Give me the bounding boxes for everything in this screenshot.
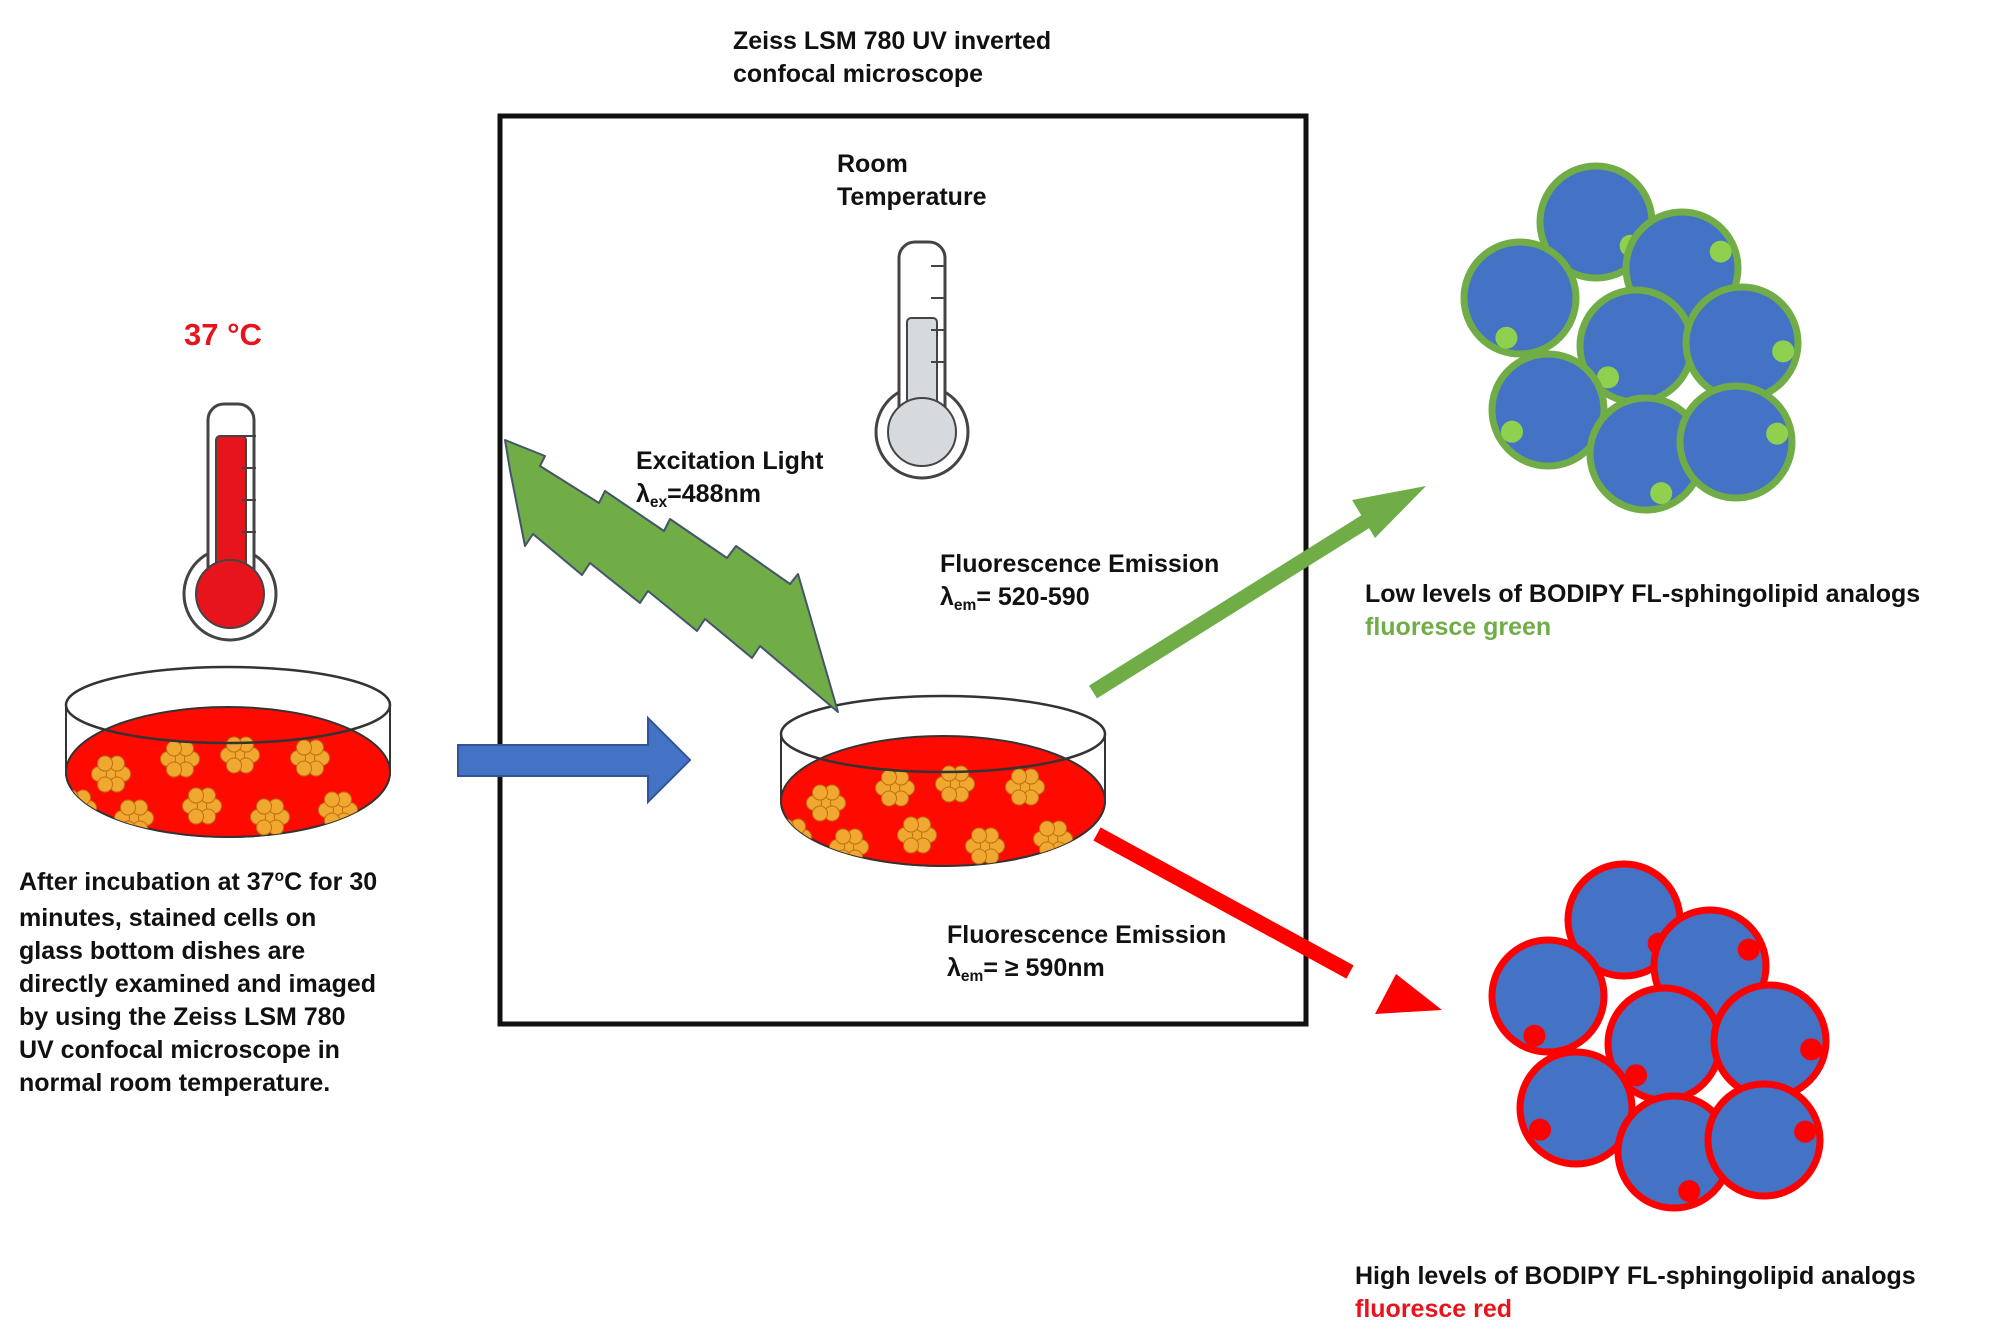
cell [1604,984,1724,1104]
result-green-line2: fluoresce green [1365,613,1552,641]
emission-green-label: Fluorescence Emission λem= 520-590 [940,548,1219,617]
emission-red-wavelength: λem= ≥ 590nm [947,954,1105,986]
cell-cluster [318,791,358,829]
incubation-caption-line4: directly examined and imaged [19,970,377,998]
excitation-wavelength: λex=488nm [636,480,761,512]
cell-cluster [66,789,97,827]
microscope-frame [497,113,1309,1027]
thermometer-room-icon [874,240,970,480]
thermometer-37c-icon [182,402,278,642]
cell [1676,382,1796,502]
cell [1682,283,1802,403]
cell-cluster [897,816,937,854]
room-temperature-line2: Temperature [837,183,987,211]
incubation-temperature-label: 37 °C [184,317,262,352]
cell [1516,1048,1636,1168]
incubation-caption-line2: minutes, stained cells on [19,904,317,932]
green-emission-arrow [1089,486,1426,699]
petri-dish-incubation [64,665,392,838]
emission-green-wavelength: λem= 520-590 [940,583,1090,615]
cell [1710,981,1830,1101]
cell-cluster [290,739,330,777]
result-red-line2: fluoresce red [1355,1295,1513,1323]
result-green-line1: Low levels of BODIPY FL-sphingolipid ana… [1365,580,1921,608]
cell-cluster [91,755,131,793]
excitation-title: Excitation Light [636,447,824,475]
incubation-caption-line3: glass bottom dishes are [19,937,306,965]
microscope-title-line2: confocal microscope [733,60,984,88]
cell-cluster [781,818,812,856]
cell [1488,350,1608,470]
incubation-caption: After incubation at 37oC for 30 minutes,… [19,866,459,1100]
excitation-label: Excitation Light λex=488nm [636,445,824,514]
cell-cluster [220,736,260,774]
cell-cluster [160,740,200,778]
microscope-title: Zeiss LSM 780 UV inverted confocal micro… [733,25,1051,91]
incubation-caption-line5: by using the Zeiss LSM 780 [19,1003,346,1031]
cell-cluster [875,769,915,807]
red-fluorescent-cell-cluster [1488,860,1830,1212]
cell-cluster [1033,820,1073,858]
cell-cluster [114,799,154,837]
room-temperature-line1: Room [837,150,908,178]
room-temperature-label: Room Temperature [837,148,987,214]
excitation-light-bolt [504,439,839,713]
cell-cluster [250,798,290,836]
result-green-label: Low levels of BODIPY FL-sphingolipid ana… [1365,578,1920,644]
cell [1488,936,1608,1056]
cell-cluster [806,784,846,822]
emission-red-title: Fluorescence Emission [947,921,1227,949]
transfer-arrow [457,715,692,805]
incubation-caption-line7: normal room temperature. [19,1069,331,1097]
red-emission-arrow [1093,827,1442,1014]
incubation-caption-line6: UV confocal microscope in [19,1036,340,1064]
cell [1460,238,1580,358]
cell-cluster [965,827,1005,865]
emission-green-title: Fluorescence Emission [940,550,1220,578]
cell-cluster [935,765,975,803]
cell [1704,1080,1824,1200]
cell-cluster [182,787,222,825]
petri-dish-microscope [779,694,1107,867]
cell-cluster [829,828,869,866]
green-fluorescent-cell-cluster [1460,162,1802,514]
microscope-title-line1: Zeiss LSM 780 UV inverted [733,27,1052,55]
emission-red-label: Fluorescence Emission λem= ≥ 590nm [947,919,1226,988]
cell-cluster [1005,768,1045,806]
incubation-caption-line1: After incubation at 37oC for 30 [19,868,378,896]
result-red-label: High levels of BODIPY FL-sphingolipid an… [1355,1260,1916,1326]
result-red-line1: High levels of BODIPY FL-sphingolipid an… [1355,1262,1916,1290]
